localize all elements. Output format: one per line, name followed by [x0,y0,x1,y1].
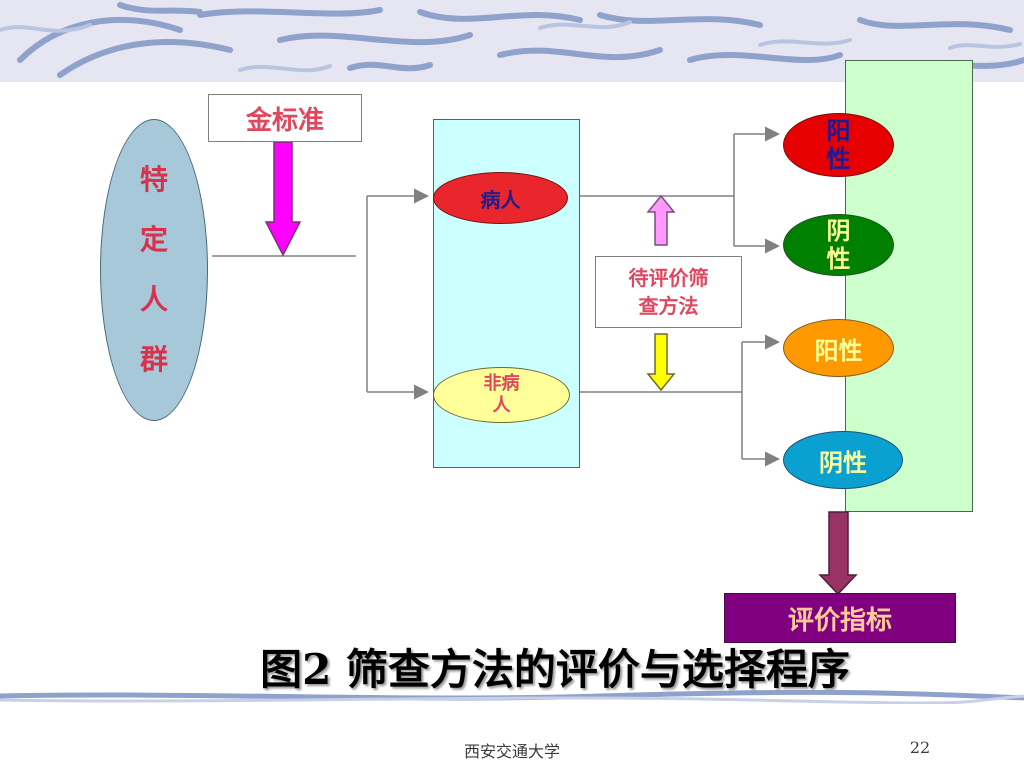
figure-title: 图2 筛查方法的评价与选择程序 [0,636,1024,696]
nonsick-label-line: 人 [492,395,511,416]
gold-standard-box: 金标准 [208,94,362,142]
method-down-arrow [646,333,676,392]
result-label-line: 性 [826,145,851,173]
positive-ellipse-true: 阳 性 [783,113,894,177]
index-arrow [818,511,858,596]
result-label-line: 阳 [826,117,851,145]
evaluation-index-box: 评价指标 [724,593,956,643]
footer-school: 西安交通大学 [463,742,560,761]
population-char: 特 [139,163,168,196]
method-up-arrow [646,194,676,246]
population-char: 群 [139,343,168,376]
decorative-bottom-band [0,690,1024,704]
result-label-line: 阴 [826,217,851,245]
population-char: 人 [139,283,168,316]
evaluation-index-label: 评价指标 [787,605,892,636]
nonsick-label-line: 非病 [483,373,520,394]
nonsick-ellipse: 非病 人 [433,367,570,423]
screening-method-box: 待评价筛 查方法 [595,256,742,328]
method-label-line: 查方法 [638,294,699,318]
population-char: 定 [139,223,168,256]
result-label: 阴性 [819,448,867,477]
sick-ellipse: 病人 [433,172,568,224]
negative-ellipse-true: 阴性 [783,431,903,489]
specific-population-ellipse: 特 定 人 群 [100,119,208,421]
sick-label: 病人 [480,187,521,212]
negative-ellipse-false: 阴 性 [783,214,894,276]
result-label: 阳性 [814,336,863,365]
result-label-line: 性 [826,245,851,273]
positive-ellipse-false: 阳性 [783,319,894,377]
gold-standard-arrow [264,141,302,257]
page-number: 22 [909,738,931,757]
gold-standard-label: 金标准 [245,105,324,136]
method-label-line: 待评价筛 [628,266,709,290]
figure-title-text: 图2 筛查方法的评价与选择程序 [260,644,850,694]
